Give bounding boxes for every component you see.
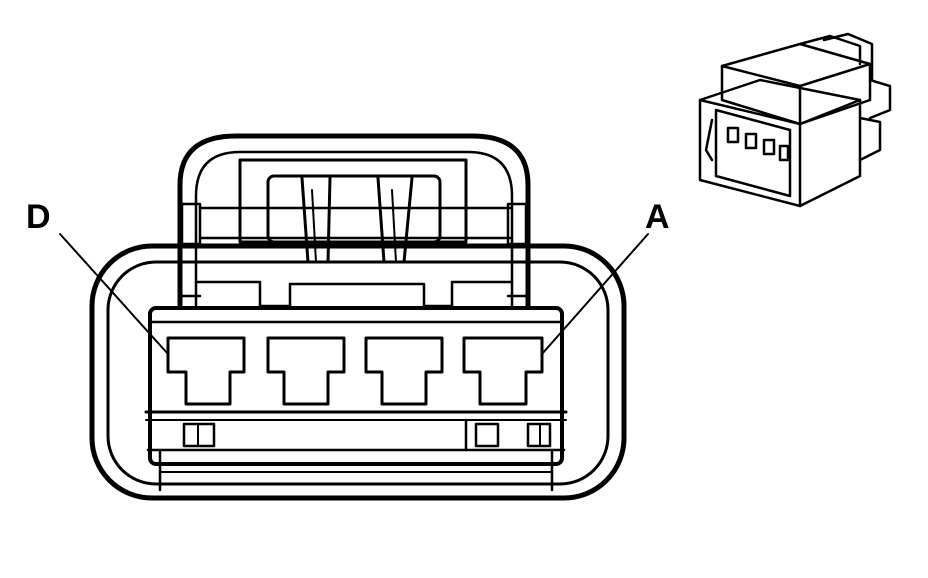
- terminal-cavity-b: [364, 336, 444, 406]
- leader-line-a: [541, 233, 649, 355]
- locking-latch: [238, 158, 468, 244]
- locking-tab-housing: [177, 133, 531, 308]
- terminal-cavity-c: [266, 336, 346, 406]
- connector-outer-shell: [89, 243, 627, 501]
- latch-rib-left: [300, 176, 332, 264]
- locking-tab-inner: [194, 150, 514, 307]
- leader-line-d: [59, 233, 169, 355]
- connector-isometric-view: [698, 32, 892, 208]
- cavity-face: [148, 306, 564, 466]
- pin-label-d: D: [26, 198, 51, 236]
- terminal-cavity-d: [166, 336, 246, 406]
- connector-inner-shell: [106, 260, 610, 486]
- latch-rib-right: [376, 176, 414, 264]
- pin-label-a: A: [645, 198, 670, 236]
- terminal-cavity-a: [462, 336, 544, 406]
